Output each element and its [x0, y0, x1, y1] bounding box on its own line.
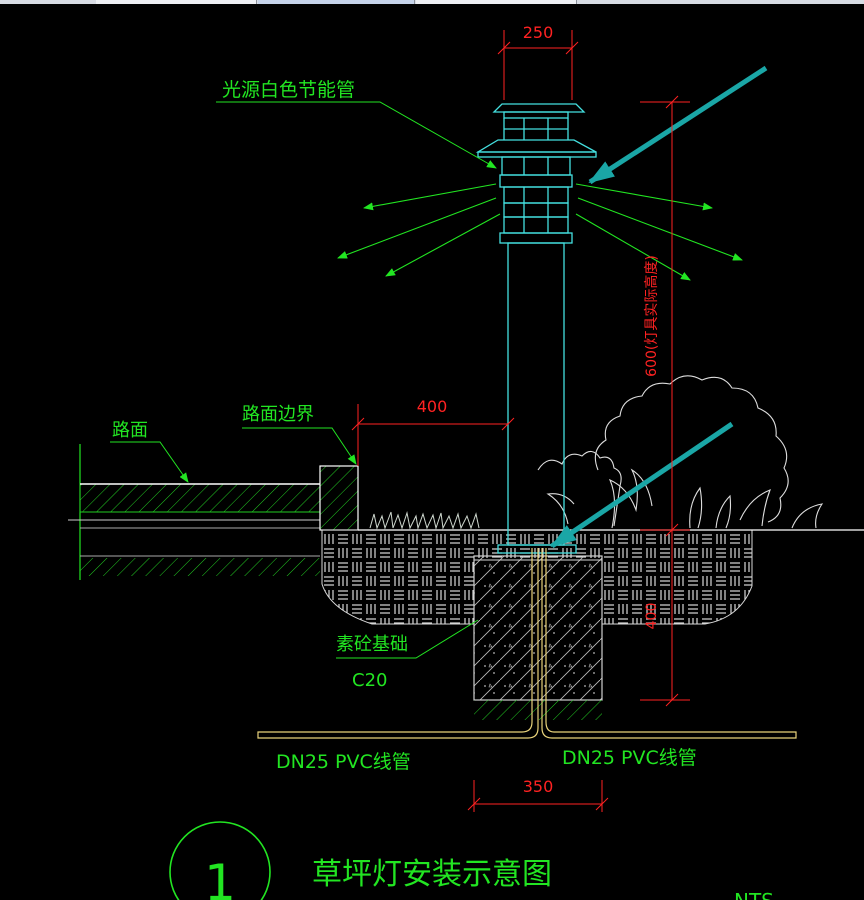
leader-lines	[110, 101, 497, 659]
lamp-top-cap	[492, 103, 586, 113]
light-rays	[337, 183, 743, 281]
light-ray-arrow	[575, 213, 691, 281]
light-source-label: 光源白色节能管	[222, 79, 355, 101]
leader-concrete-base	[336, 619, 479, 659]
lamp-canopy	[475, 139, 597, 153]
grass-tufts	[369, 511, 480, 530]
toolbar-tab-active[interactable]	[258, 0, 415, 4]
conduit-right-label: DN25 PVC线管	[562, 747, 697, 769]
concrete-base-label: 素砼基础	[336, 634, 408, 655]
lamp-band	[499, 174, 573, 188]
road-surface-label: 路面	[112, 420, 148, 441]
dimension-lines	[351, 30, 690, 812]
leader-road-surface	[110, 441, 189, 483]
light-ray-arrow	[385, 213, 501, 277]
drawing-scale: NTS	[734, 889, 774, 900]
dim-height-label: 600(灯具实际高度)	[643, 255, 660, 377]
drawing-title: 草坪灯安装示意图	[312, 857, 552, 892]
cad-toolbar-strip	[0, 0, 864, 4]
concrete-grade-label: C20	[352, 670, 387, 691]
road-subbase-hatch	[80, 558, 320, 576]
road-section	[68, 444, 359, 580]
toolbar-tab[interactable]	[96, 0, 257, 4]
pointer-arrow-conduit	[550, 421, 734, 549]
road-asphalt-layer	[79, 483, 321, 513]
pointer-arrows	[550, 65, 768, 549]
road-edge-label: 路面边界	[242, 404, 314, 425]
title-number: 1	[204, 854, 236, 900]
toolbar-tab[interactable]	[416, 0, 577, 4]
light-ray-arrow	[577, 197, 743, 261]
light-ray-arrow	[575, 183, 713, 211]
conduit-left-label: DN25 PVC线管	[276, 751, 411, 773]
dim-top-width-label: 250	[523, 23, 554, 42]
dim-offset-label: 400	[417, 397, 448, 416]
curb-stone	[319, 465, 359, 531]
light-ray-arrow	[363, 183, 497, 211]
light-ray-arrow	[337, 197, 497, 259]
dim-base-width-label: 350	[523, 777, 554, 796]
pvc-conduit	[257, 548, 797, 739]
pointer-arrow-lamp-head	[588, 65, 768, 185]
leader-light-source	[216, 101, 497, 169]
title-number-circle	[169, 821, 271, 900]
dim-base-depth-label: 400	[644, 603, 660, 630]
lamp-cap-collar	[503, 111, 569, 119]
shrub-outline	[537, 375, 824, 529]
leader-road-edge	[242, 427, 357, 465]
lamp-base-plate	[497, 544, 577, 554]
lawn-lamp	[475, 103, 597, 554]
